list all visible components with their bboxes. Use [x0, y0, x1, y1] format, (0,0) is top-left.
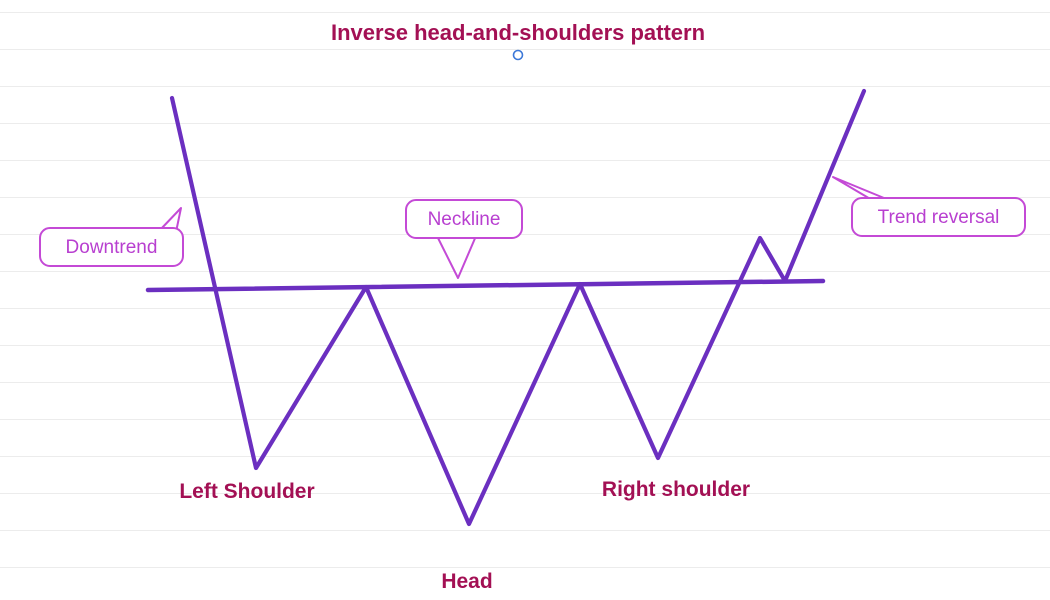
grid-lines — [0, 12, 1050, 568]
callout-label-downtrend: Downtrend — [66, 237, 158, 258]
callout-box-trend-reversal[interactable] — [851, 197, 1026, 237]
callout-neckline[interactable]: Neckline — [405, 199, 523, 279]
point-label-head: Head — [441, 570, 492, 593]
chart-title: Inverse head-and-shoulders pattern — [331, 20, 705, 45]
title-marker-icon — [512, 49, 524, 61]
price-line — [169, 88, 867, 527]
callout-trend-reversal[interactable]: Trend reversal — [832, 176, 1026, 237]
price-series — [145, 88, 867, 527]
callout-annotations: Downtrend Neckline Trend reversal — [39, 176, 1026, 279]
callout-downtrend[interactable]: Downtrend — [39, 207, 184, 267]
point-label-right-shoulder: Right shoulder — [602, 478, 750, 501]
callout-tail-trend-reversal — [832, 176, 885, 201]
callout-box-downtrend[interactable] — [39, 227, 184, 267]
callout-box-neckline[interactable] — [405, 199, 523, 239]
callout-label-trend-reversal: Trend reversal — [878, 207, 1000, 228]
point-label-left-shoulder: Left Shoulder — [179, 480, 314, 503]
callout-label-neckline: Neckline — [428, 209, 501, 230]
neckline-line — [145, 278, 826, 293]
